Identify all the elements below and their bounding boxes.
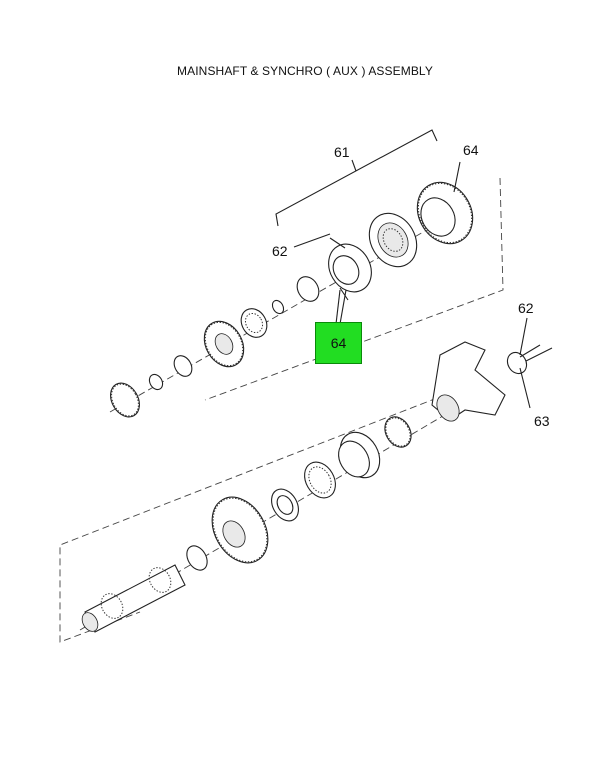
gear-lower [211,496,269,564]
upper-assembly-outline [204,177,504,401]
bolts [519,344,553,362]
splined-coupling [110,382,140,418]
bearing-upper [240,308,268,338]
callout-62-left: 62 [272,243,288,259]
callout-63: 63 [534,413,550,429]
retainer-plate [506,351,528,375]
callout-64-top: 64 [463,142,479,158]
synchro-ring-small [328,237,372,301]
bearing-cup [338,431,381,479]
yoke [431,341,506,422]
thrust-washer [271,488,299,522]
small-spacer [271,299,285,315]
bracket-61 [275,129,438,227]
gear-upper [203,320,245,368]
highlighted-callout-64[interactable]: 64 [315,322,362,364]
snap-ring [296,276,320,302]
mainshaft [81,564,186,633]
washer-upper [173,355,193,377]
snap-ring-lower [186,545,208,571]
bearing-cone [384,416,412,448]
callout-62-right: 62 [518,300,534,316]
synchro-hub [368,212,418,268]
callout-61: 61 [334,144,350,160]
synchro-ring-large [416,181,474,245]
nut-upper [148,373,164,391]
diagram-title: MAINSHAFT & SYNCHRO ( AUX ) ASSEMBLY [177,64,433,78]
bearing-lower [304,461,336,499]
leader-lines [293,161,531,409]
